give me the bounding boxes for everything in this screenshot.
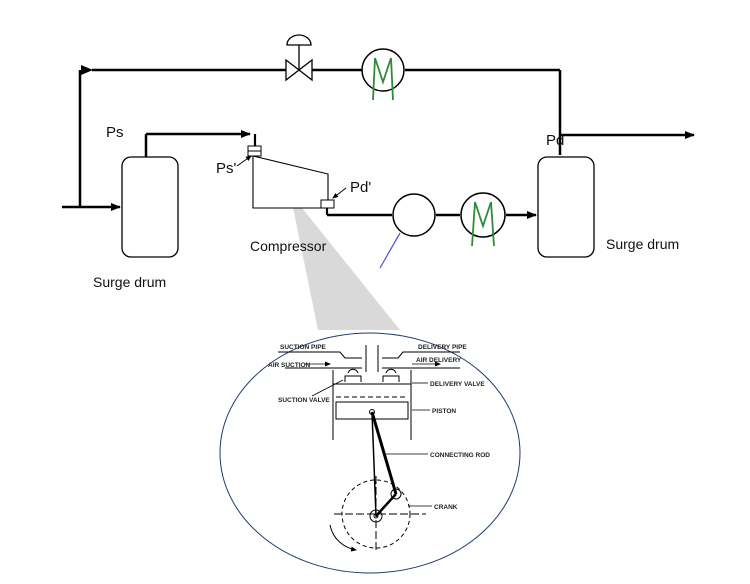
detail-label-delivery-pipe: DELIVERY PIPE [418,344,467,351]
compressor-icon [247,145,335,209]
detail-label-suction-valve: SUCTION VALVE [278,397,330,404]
surge-drum-left [121,156,179,258]
detail-leader-lines [305,361,441,507]
detail-label-suction-pipe: SUCTION PIPE [280,344,327,351]
label-pd-prime: Pd' [350,179,371,196]
pd-prime-pointer [332,187,347,199]
separator-circle-icon [392,193,436,237]
detail-ellipse [219,332,521,574]
label-surge-drum-right: Surge drum [606,236,679,252]
detail-label-crank: CRANK [434,504,458,511]
label-compressor: Compressor [250,238,327,254]
label-surge-drum-left: Surge drum [93,274,166,290]
label-pd: Pd [546,132,564,149]
label-ps: Ps [106,124,124,141]
ps-prime-pointer [236,155,252,167]
detail-label-air-delivery: AIR DELIVERY [416,357,462,364]
suction-line [144,130,257,157]
control-valve-icon [285,34,313,82]
surge-drum-right [537,156,595,258]
detail-label-delivery-valve: DELIVERY VALVE [430,381,485,388]
reciprocating-detail [278,345,460,552]
detail-label-air-suction: AIR SUCTION [268,362,311,369]
recycle-cooler-icon [361,48,405,101]
detail-label-connecting-rod: CONNECTING ROD [430,452,490,459]
discharge-cooler-icon [460,192,506,247]
label-ps-prime: Ps' [216,160,237,177]
discharge-line [325,208,537,219]
blue-pointer-line [379,232,401,269]
recycle-line [78,65,562,207]
zoom-callout [290,193,400,330]
detail-label-piston: PISTON [432,408,456,415]
